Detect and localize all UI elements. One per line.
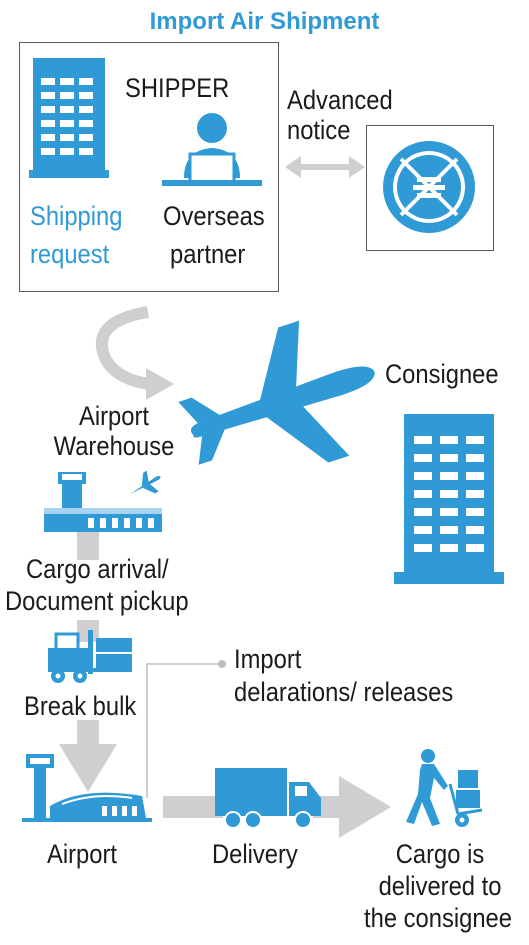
advanced-notice-line1: Advanced <box>287 85 393 115</box>
airport-warehouse-line2: Warehouse <box>53 431 175 461</box>
truck-icon <box>215 768 321 829</box>
hand-truck-worker-icon <box>406 749 483 827</box>
consignee-building-icon <box>394 414 504 584</box>
double-arrow-icon <box>285 156 365 178</box>
person-at-desk-icon <box>162 113 262 186</box>
diagram-title: Import Air Shipment <box>149 8 380 35</box>
consignee-label: Consignee <box>385 359 499 389</box>
delivered-line1: Cargo is <box>395 839 485 869</box>
advanced-notice-line2: notice <box>287 115 351 145</box>
delivered-line3: the consignee <box>364 903 512 933</box>
overseas-partner-line2: partner <box>170 239 246 269</box>
shipper-heading: SHIPPER <box>125 73 230 103</box>
warehouse-icon <box>44 470 162 532</box>
import-declarations-line2: delarations/ releases <box>234 677 454 707</box>
overseas-partner-line1: Overseas <box>163 201 265 231</box>
break-bulk-label: Break bulk <box>24 691 137 721</box>
airplane-icon <box>178 320 375 465</box>
cargo-arrival-line2: Document pickup <box>5 586 189 616</box>
shipping-request-line2: request <box>30 239 110 269</box>
delivered-line2: delivered to <box>378 871 502 901</box>
delivery-label: Delivery <box>212 839 298 869</box>
airport-warehouse-line1: Airport <box>79 401 149 431</box>
cargo-arrival-line1: Cargo arrival/ <box>26 554 169 584</box>
forklift-icon <box>48 630 132 683</box>
customs-emblem-icon <box>383 141 475 233</box>
import-declarations-line1: Import <box>234 644 302 674</box>
import-connector-line <box>146 660 226 798</box>
shipping-request-line1: Shipping <box>30 201 123 231</box>
control-tower-icon <box>22 754 152 822</box>
airport-label: Airport <box>47 839 117 869</box>
building-icon <box>29 58 109 178</box>
curved-arrow-icon <box>95 306 174 400</box>
